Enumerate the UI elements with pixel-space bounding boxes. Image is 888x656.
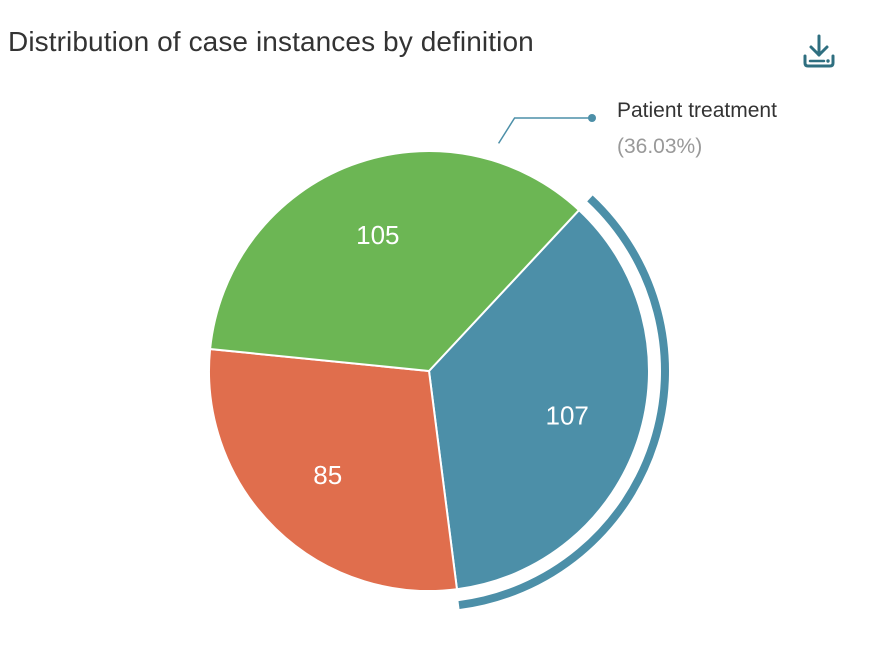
chart-title: Distribution of case instances by defini… [8, 26, 534, 57]
download-icon [803, 34, 835, 68]
pie-slice[interactable] [208, 347, 459, 592]
download-button[interactable] [796, 28, 842, 74]
slice-value-label: 85 [313, 460, 342, 490]
callout-series-name: Patient treatment [617, 99, 777, 122]
slice-value-label: 105 [356, 220, 399, 250]
pie-slice[interactable] [209, 150, 581, 373]
callout-line [497, 117, 592, 144]
slice-value-label: 107 [546, 401, 589, 431]
pie-slice[interactable] [427, 208, 650, 591]
callout-percent: (36.03%) [617, 135, 702, 158]
highlight-arc [458, 195, 669, 610]
callout-dot [588, 114, 596, 122]
